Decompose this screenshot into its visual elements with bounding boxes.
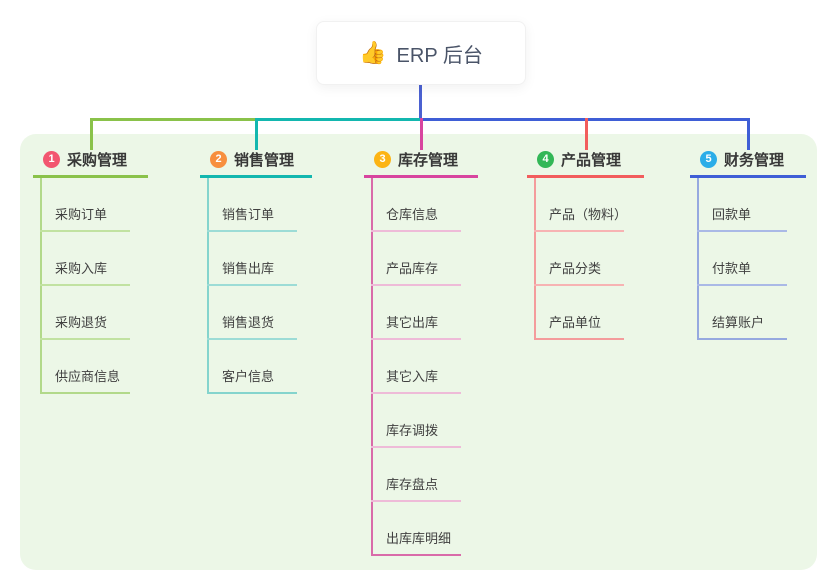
branch-number-badge: 4 [537, 150, 554, 168]
node-label: 产品（物料） [549, 207, 628, 222]
node-label: 销售退货 [222, 315, 275, 330]
mindmap-node[interactable]: 结算账户 [697, 286, 787, 340]
mindmap-node[interactable]: 出库库明细 [371, 502, 461, 556]
mindmap-node[interactable]: 库存调拨 [371, 394, 461, 448]
branch-children: 销售订单 销售出库 销售退货 客户信息 [200, 178, 312, 394]
connector-line [91, 118, 256, 121]
branch-trunk-line [207, 178, 209, 394]
branch-label: 销售管理 [234, 151, 295, 169]
node-label: 出库库明细 [386, 531, 452, 546]
connector-line [256, 118, 421, 121]
branch-label: 采购管理 [67, 151, 128, 169]
node-label: 其它出库 [386, 315, 439, 330]
mindmap-node[interactable]: 库存盘点 [371, 448, 461, 502]
branch: 4 产品管理 产品（物料） 产品分类 产品单位 [527, 147, 644, 340]
mindmap-node[interactable]: 付款单 [697, 232, 787, 286]
branch: 2 销售管理 销售订单 销售出库 销售退货 客户信息 [200, 147, 312, 394]
mindmap-node[interactable]: 其它入库 [371, 340, 461, 394]
branch-number-badge: 1 [43, 150, 60, 168]
mindmap-node[interactable]: 采购订单 [40, 178, 130, 232]
root-node[interactable]: 👍 ERP 后台 [316, 21, 526, 85]
mindmap-node[interactable]: 销售订单 [207, 178, 297, 232]
branch-label: 产品管理 [561, 151, 622, 169]
branch-header[interactable]: 4 产品管理 [527, 147, 644, 178]
node-label: 库存调拨 [386, 423, 439, 438]
branch: 3 库存管理 仓库信息 产品库存 其它出库 其它入库 库存调拨 库存盘点 出库库… [364, 147, 478, 556]
connector-line [584, 118, 588, 150]
mindmap-node[interactable]: 采购入库 [40, 232, 130, 286]
mindmap-node[interactable]: 产品（物料） [534, 178, 628, 232]
connector-line [419, 118, 423, 150]
branch-label: 财务管理 [724, 151, 785, 169]
branch-number-badge: 2 [210, 150, 227, 168]
branch-trunk-line [534, 178, 536, 340]
branches-panel [20, 134, 817, 570]
node-label: 产品单位 [549, 315, 602, 330]
connector-line [254, 118, 258, 150]
branch-number-badge: 3 [374, 150, 391, 168]
node-label: 客户信息 [222, 369, 275, 384]
branch-trunk-line [40, 178, 42, 394]
mindmap-node[interactable]: 销售退货 [207, 286, 297, 340]
node-label: 产品分类 [549, 261, 602, 276]
root-label: ERP 后台 [396, 44, 483, 67]
node-label: 仓库信息 [386, 207, 439, 222]
branch-children: 产品（物料） 产品分类 产品单位 [527, 178, 644, 340]
mindmap-node[interactable]: 采购退货 [40, 286, 130, 340]
mindmap-node[interactable]: 销售出库 [207, 232, 297, 286]
branch-children: 仓库信息 产品库存 其它出库 其它入库 库存调拨 库存盘点 出库库明细 [364, 178, 478, 556]
connector-line [418, 83, 422, 121]
branch-header[interactable]: 3 库存管理 [364, 147, 478, 178]
branch-header[interactable]: 2 销售管理 [200, 147, 312, 178]
node-label: 采购入库 [55, 261, 108, 276]
node-label: 采购退货 [55, 315, 108, 330]
node-label: 销售订单 [222, 207, 275, 222]
branch: 5 财务管理 回款单 付款单 结算账户 [690, 147, 806, 340]
branch-header[interactable]: 1 采购管理 [33, 147, 148, 178]
branch-children: 采购订单 采购入库 采购退货 供应商信息 [33, 178, 148, 394]
connector-line [89, 118, 93, 150]
branch-trunk-line [697, 178, 699, 340]
node-label: 库存盘点 [386, 477, 439, 492]
node-label: 回款单 [712, 207, 752, 222]
node-label: 采购订单 [55, 207, 108, 222]
mindmap-node[interactable]: 产品库存 [371, 232, 461, 286]
branch: 1 采购管理 采购订单 采购入库 采购退货 供应商信息 [33, 147, 148, 394]
branch-header[interactable]: 5 财务管理 [690, 147, 806, 178]
thumbs-up-icon: 👍 [359, 40, 387, 65]
branch-number-badge: 5 [700, 150, 717, 168]
mindmap-node[interactable]: 其它出库 [371, 286, 461, 340]
node-label: 供应商信息 [55, 369, 121, 384]
branch-trunk-line [371, 178, 373, 556]
node-label: 产品库存 [386, 261, 439, 276]
node-label: 销售出库 [222, 261, 275, 276]
branch-label: 库存管理 [398, 151, 459, 169]
node-label: 结算账户 [712, 315, 765, 330]
mindmap-node[interactable]: 产品单位 [534, 286, 624, 340]
mindmap-node[interactable]: 客户信息 [207, 340, 297, 394]
connector-line [746, 118, 750, 150]
branch-children: 回款单 付款单 结算账户 [690, 178, 806, 340]
node-label: 其它入库 [386, 369, 439, 384]
mindmap-node[interactable]: 产品分类 [534, 232, 624, 286]
mindmap-node[interactable]: 供应商信息 [40, 340, 130, 394]
mindmap-node[interactable]: 仓库信息 [371, 178, 461, 232]
node-label: 付款单 [712, 261, 752, 276]
mindmap-node[interactable]: 回款单 [697, 178, 787, 232]
